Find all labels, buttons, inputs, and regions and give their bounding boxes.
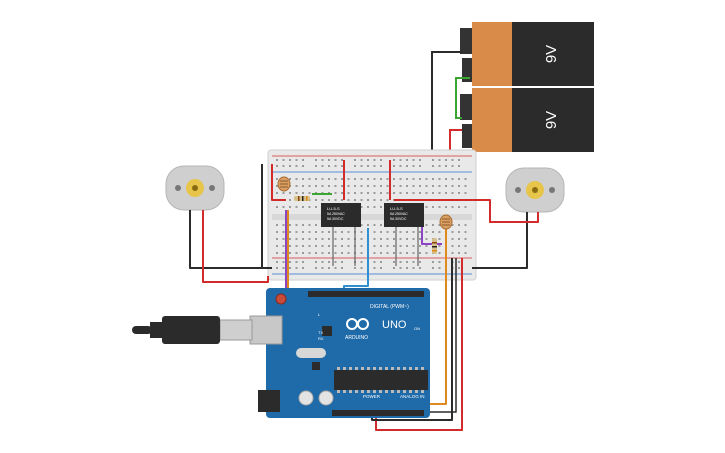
relay-right[interactable]: LU-5-S 5A 250VAC 5A 30VDC xyxy=(384,203,424,266)
led-rx-label: RX xyxy=(318,336,324,341)
on-led-label: ON xyxy=(414,326,420,331)
power-header-label: POWER xyxy=(363,394,381,399)
battery-top[interactable]: 9V xyxy=(460,22,594,86)
arduino-logo-icon xyxy=(346,318,369,330)
relay-right-rating-dc: 5A 30VDC xyxy=(390,217,407,221)
arduino-model-label: UNO xyxy=(382,319,407,331)
relay-right-model: LU-5-S xyxy=(390,206,403,211)
photoresistor-right[interactable] xyxy=(439,214,453,230)
arduino-uno[interactable]: UNO ARDUINO DIGITAL (PWM~) POWER ANALOG … xyxy=(249,288,430,418)
led-tx-label: TX xyxy=(318,330,323,335)
digital-header-label: DIGITAL (PWM~) xyxy=(370,304,409,310)
relay-left[interactable]: LU-5-S 5A 250VAC 5A 30VDC xyxy=(321,203,361,266)
resistor-left[interactable] xyxy=(294,196,310,201)
led-l-label: L xyxy=(318,312,321,317)
battery-bottom[interactable]: 9V xyxy=(460,88,594,152)
motor-left[interactable] xyxy=(165,165,225,211)
photoresistor-left[interactable] xyxy=(277,176,291,192)
relay-right-rating-ac: 5A 250VAC xyxy=(390,212,408,216)
battery-bottom-label: 9V xyxy=(543,111,560,129)
analog-header-label: ANALOG IN xyxy=(400,394,425,399)
microcontroller-pins xyxy=(337,367,424,393)
battery-wires xyxy=(431,51,470,158)
relay-left-model: LU-5-S xyxy=(327,206,340,211)
resistor-right[interactable] xyxy=(432,238,437,254)
relay-left-rating-ac: 5A 250VAC xyxy=(327,212,345,216)
arduino-brand-label: ARDUINO xyxy=(345,335,368,341)
motor-right[interactable] xyxy=(505,167,565,213)
usb-cable[interactable] xyxy=(132,316,253,344)
relay-left-rating-dc: 5A 30VDC xyxy=(327,217,344,221)
battery-top-label: 9V xyxy=(543,45,560,63)
